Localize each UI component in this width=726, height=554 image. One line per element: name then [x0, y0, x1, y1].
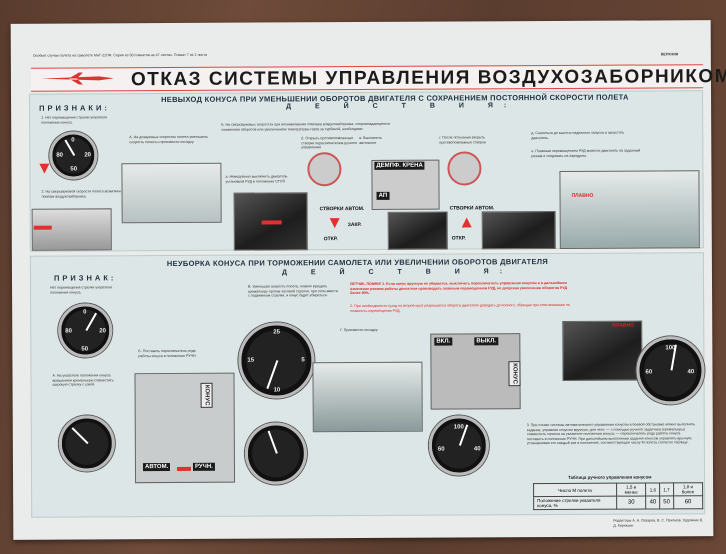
top-step-v: в. Выключить автопилот: [359, 135, 382, 145]
remember-3: 3. При отказе системы автоматического уп…: [526, 422, 696, 446]
red-arrow-icon: [39, 163, 50, 174]
cone-switch-label: КОНУС: [200, 382, 213, 408]
red-arrow-down-icon: [329, 218, 340, 229]
cone-manual-table: Число М полета 1,5 и менее 1,6 1,7 1,8 и…: [533, 482, 704, 511]
damper-label: ДЕМПФ. КРЕНА: [374, 161, 425, 170]
red-arrow-up-icon: [461, 217, 472, 228]
manual-mode-label: РУЧН.: [192, 462, 215, 471]
top-sign-1: 1. Нет перемещения стрелки указателя пол…: [41, 115, 108, 125]
bottom-action-a: А. На указателе положения конуса вращени…: [52, 373, 114, 387]
jet-aircraft-image: [121, 162, 222, 224]
table-header: Число М полета: [533, 483, 617, 497]
top-step-g: г. После потухания закрыть противопомпаж…: [439, 135, 486, 145]
cone-position-gauge-2: [58, 415, 115, 472]
top-step-b: б. Открыть противопомпажные створки пере…: [301, 136, 358, 150]
auto-mode-label: АВТОМ.: [142, 463, 171, 472]
switch-closeup-circle: [447, 151, 482, 186]
cone-gauge-large: [244, 422, 308, 485]
bottom-actions-title: Д Е Й С Т В И Я:: [281, 268, 514, 277]
cone-label-2: КОНУС: [508, 361, 521, 386]
red-arrow-icon: [176, 466, 191, 471]
top-action-b: Б. На сверхзвуковых скоростях при возник…: [221, 121, 390, 132]
open-label: ОТКР.: [323, 236, 338, 243]
red-arrow-icon: [261, 220, 282, 225]
table-header: 1,5 и менее: [616, 483, 647, 497]
top-signs-title: ПРИЗНАКИ:: [39, 103, 110, 113]
on-label: ВКЛ.: [434, 337, 453, 346]
top-step-d: д. Снизиться до высоты надежного запуска…: [531, 130, 625, 140]
remember-title: ЛЕТЧИК, ПОМНИ! 1.: [350, 281, 386, 287]
top-step-e: е. Плавным перемещением РУД вывести двиг…: [531, 148, 641, 158]
jet-climb-image: [559, 170, 700, 249]
table-header-row: Число М полета 1,5 и менее 1,6 1,7 1,8 и…: [533, 482, 703, 497]
poster: Особые случаи полета на самолете МиГ-21П…: [10, 20, 726, 540]
table-header: 1,6: [645, 482, 660, 497]
remember-2: 2. При необходимости (уход на второй кру…: [350, 302, 570, 313]
top-actions-title: Д Е Й С Т В И Я:: [286, 102, 518, 111]
jet-landing-image: [312, 361, 423, 433]
top-step-a: а. Немедленно выключить двигатель устано…: [225, 174, 288, 184]
close-label: ЗАКР.: [347, 222, 362, 229]
flaps-label: СТВОРКИ АВТОМ.: [319, 205, 365, 213]
red-arrow-icon: [33, 225, 52, 230]
table-cell: 30: [616, 496, 647, 510]
bottom-action-v: В. Уменьшая скорость полета, плавно вращ…: [248, 284, 338, 298]
hand-switch-image: [387, 211, 448, 250]
bottom-action-b: Б. Поставить переключатель рода работы к…: [138, 348, 197, 358]
table-cell: 60: [673, 495, 703, 509]
smooth-label: ПЛАВНО: [571, 192, 594, 199]
off-label: ВЫКЛ.: [474, 337, 499, 346]
open-label-2: ОТКР.: [451, 235, 466, 242]
top-action-a: А. На дозвуковых скоростях полета уменьш…: [129, 134, 209, 144]
table-header: 1,7: [659, 482, 674, 496]
bottom-sign: Нет перемещения стрелки указателя положе…: [50, 285, 112, 295]
smooth-label-2: ПЛАВНО: [612, 322, 635, 329]
table-cell: 40: [646, 495, 660, 510]
table-header: 1,8 и более: [673, 482, 703, 496]
throttle-hand-image-2: [481, 210, 556, 250]
bottom-action-g: Г. Произвести посадку.: [340, 327, 379, 333]
jet-logo-icon: [40, 72, 114, 85]
table-cell: 50: [659, 495, 674, 509]
throttle-hand-image-3: [562, 320, 643, 381]
poster-note: Особые случаи полета на самолете МиГ-21П…: [32, 52, 207, 58]
top-sign-2: 2. На сверхзвуковой скорости полета возм…: [41, 189, 121, 199]
credits: Редакторы А. А. Лазарев, В. С. Пахомов. …: [613, 518, 704, 528]
autopilot-label: АП: [376, 191, 390, 200]
corner-label: ВЕРХНЯЯ: [660, 52, 679, 57]
table-row-label: Положение стрелки указателя конуса, %: [533, 496, 617, 510]
table-row: Положение стрелки указателя конуса, % 30…: [533, 495, 703, 510]
page-title: ОТКАЗ СИСТЕМЫ УПРАВЛЕНИЯ ВОЗДУХОЗАБОРНИК…: [130, 66, 726, 91]
bottom-sign-title: ПРИЗНАК:: [53, 273, 117, 283]
switch-closeup-circle: [307, 152, 342, 187]
table-title: Таблица ручного управления конусом: [568, 474, 652, 480]
